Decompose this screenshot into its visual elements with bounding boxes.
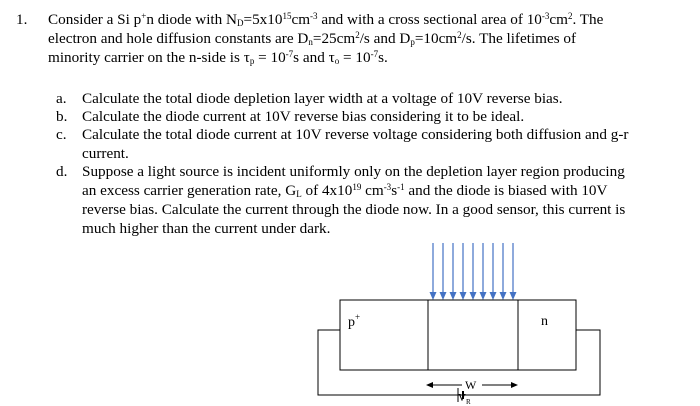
stem-line: electron and hole diffusion constants ar… — [48, 30, 577, 47]
item-line: Calculate the total diode depletion laye… — [82, 90, 563, 107]
incident-light-arrows — [429, 243, 517, 300]
item-b-text: Calculate the diode current at 10V rever… — [82, 107, 666, 126]
item-c-letter: c. — [56, 126, 67, 143]
light-ray-arrowhead — [439, 292, 447, 300]
item-line: Calculate the total diode current at 10V… — [82, 126, 629, 143]
light-ray-arrowhead — [469, 292, 477, 300]
item-b-letter: b. — [56, 108, 68, 125]
light-ray-arrowhead — [429, 292, 437, 300]
w-arrowhead-left — [426, 382, 433, 388]
light-ray-arrowhead — [479, 292, 487, 300]
item-a-letter: a. — [56, 90, 67, 107]
light-ray-arrowhead — [489, 292, 497, 300]
problem-stem: Consider a Si p+n diode with ND=5x1015cm… — [48, 10, 666, 67]
diode-body — [339, 299, 577, 371]
item-line: Calculate the diode current at 10V rever… — [82, 108, 525, 125]
item-d-text: Suppose a light source is incident unifo… — [82, 162, 666, 238]
vr-label: VR — [458, 392, 471, 406]
item-c-text: Calculate the total diode current at 10V… — [82, 125, 666, 163]
circuit-wire — [317, 329, 601, 396]
n-region-label: n — [541, 314, 548, 329]
light-ray-arrowhead — [509, 292, 517, 300]
item-a-text: Calculate the total diode depletion laye… — [82, 89, 666, 108]
light-ray-arrowhead — [449, 292, 457, 300]
stem-line: minority carrier on the n-side is τp = 1… — [48, 49, 388, 66]
item-line: current. — [82, 145, 129, 162]
item-line: much higher than the current under dark. — [82, 220, 331, 237]
p-region-label: p+ — [348, 312, 360, 330]
problem-number: 1. — [16, 11, 28, 28]
item-line: an excess carrier generation rate, GL of… — [82, 182, 608, 199]
item-line: reverse bias. Calculate the current thro… — [82, 201, 626, 218]
w-label: W — [465, 378, 477, 392]
item-line: Suppose a light source is incident unifo… — [82, 163, 625, 180]
stem-line: Consider a Si p+n diode with ND=5x1015cm… — [48, 11, 604, 28]
light-ray-arrowhead — [459, 292, 467, 300]
w-arrowhead-right — [511, 382, 518, 388]
light-ray-arrowhead — [499, 292, 507, 300]
item-d-letter: d. — [56, 163, 68, 180]
